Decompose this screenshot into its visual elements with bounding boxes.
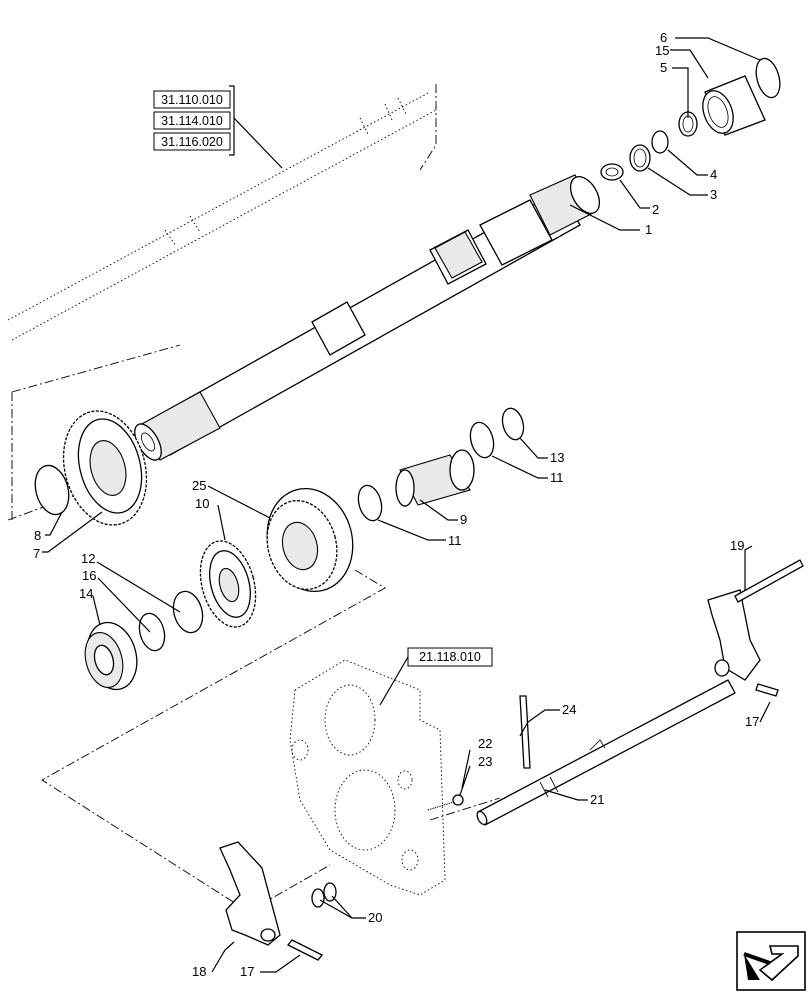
ref-bracket bbox=[229, 85, 235, 156]
callout-15[interactable]: 15 bbox=[655, 43, 669, 58]
callout-24[interactable]: 24 bbox=[562, 702, 576, 717]
part-18-shift-fork[interactable] bbox=[219, 841, 281, 946]
reference-group-top: 31.110.010 31.114.010 31.116.020 bbox=[153, 85, 283, 169]
part-11-ring-a[interactable] bbox=[355, 483, 386, 523]
callout-14[interactable]: 14 bbox=[79, 586, 93, 601]
callout-4[interactable]: 4 bbox=[710, 167, 717, 182]
callout-13[interactable]: 13 bbox=[550, 450, 564, 465]
ref-box-31-114[interactable] bbox=[153, 111, 231, 130]
callout-1[interactable]: 1 bbox=[645, 222, 652, 237]
frame-line-fork bbox=[259, 864, 331, 906]
part-8-snap-ring[interactable] bbox=[30, 462, 74, 519]
part-19-shift-fork[interactable] bbox=[707, 559, 804, 681]
frame-line-right bbox=[419, 84, 437, 171]
ref-box-31-116[interactable] bbox=[153, 132, 231, 151]
ref-box-31-110[interactable] bbox=[153, 90, 231, 109]
callout-8[interactable]: 8 bbox=[34, 528, 41, 543]
callout-22[interactable]: 22 bbox=[478, 736, 492, 751]
part-15-sleeve[interactable] bbox=[697, 75, 766, 137]
callout-7[interactable]: 7 bbox=[33, 546, 40, 561]
part-11-ring-b[interactable] bbox=[467, 420, 498, 460]
ref-leader bbox=[233, 117, 283, 169]
frame-line-left bbox=[11, 344, 181, 520]
callout-2[interactable]: 2 bbox=[652, 202, 659, 217]
ref-text-21-118[interactable]: 21.118.010 bbox=[419, 650, 481, 664]
callout-3[interactable]: 3 bbox=[710, 187, 717, 202]
part-2-bushing[interactable] bbox=[600, 163, 624, 181]
part-3-ring[interactable] bbox=[629, 144, 651, 172]
callout-11a[interactable]: 11 bbox=[448, 533, 462, 548]
callout-17-right[interactable]: 17 bbox=[745, 714, 759, 729]
part-24-pin[interactable] bbox=[519, 695, 531, 769]
callout-10[interactable]: 10 bbox=[195, 496, 209, 511]
phantom-shaft bbox=[7, 91, 437, 341]
frame-line-housing bbox=[41, 569, 386, 906]
part-13-snap-ring[interactable] bbox=[499, 406, 527, 442]
callout-20[interactable]: 20 bbox=[368, 910, 382, 925]
housing-phantom bbox=[289, 659, 446, 896]
callout-12[interactable]: 12 bbox=[81, 551, 95, 566]
callout-23[interactable]: 23 bbox=[478, 754, 492, 769]
next-page-arrow-icon[interactable] bbox=[736, 931, 806, 991]
part-10-gear[interactable] bbox=[191, 535, 264, 633]
callout-5[interactable]: 5 bbox=[660, 60, 667, 75]
part-21-shift-rail[interactable] bbox=[475, 679, 736, 826]
callout-9[interactable]: 9 bbox=[460, 512, 467, 527]
reference-group-housing: 21.118.010 bbox=[379, 647, 493, 706]
part-9-synchro-hub[interactable] bbox=[395, 449, 475, 507]
ref-text-31-116[interactable]: 31.116.020 bbox=[161, 135, 223, 149]
callout-19[interactable]: 19 bbox=[730, 538, 744, 553]
part-16-snap-ring[interactable] bbox=[135, 611, 168, 654]
callout-6[interactable]: 6 bbox=[660, 30, 667, 45]
part-12-ring[interactable] bbox=[169, 588, 207, 636]
part-17-pin-right[interactable] bbox=[755, 683, 779, 697]
ref-text-31-114[interactable]: 31.114.010 bbox=[161, 114, 223, 128]
part-6-snap-ring[interactable] bbox=[752, 56, 784, 100]
ref-text-31-110[interactable]: 31.110.010 bbox=[161, 93, 223, 107]
callout-21[interactable]: 21 bbox=[590, 792, 604, 807]
ref-housing-leader bbox=[379, 656, 409, 706]
part-7-gear[interactable] bbox=[51, 402, 158, 535]
part-22-ball[interactable] bbox=[452, 794, 464, 806]
part-17-pin-left[interactable] bbox=[286, 939, 324, 961]
callout-25[interactable]: 25 bbox=[192, 478, 206, 493]
leader-lines bbox=[42, 37, 771, 973]
frame-line-detent bbox=[429, 797, 501, 821]
main-shaft[interactable] bbox=[129, 172, 605, 465]
part-23-spring[interactable] bbox=[427, 799, 461, 811]
callout-17-left[interactable]: 17 bbox=[240, 964, 254, 979]
part-20-rings[interactable] bbox=[311, 882, 337, 908]
callout-labels: 1 2 3 4 5 6 15 7 8 9 11 11 13 25 10 12 1… bbox=[33, 30, 759, 979]
part-25-gear[interactable] bbox=[256, 479, 364, 601]
callout-11b[interactable]: 11 bbox=[550, 470, 564, 485]
callout-18[interactable]: 18 bbox=[192, 964, 206, 979]
part-14-bearing[interactable] bbox=[79, 617, 144, 695]
callout-16[interactable]: 16 bbox=[82, 568, 96, 583]
part-4-snap-ring[interactable] bbox=[651, 130, 669, 154]
